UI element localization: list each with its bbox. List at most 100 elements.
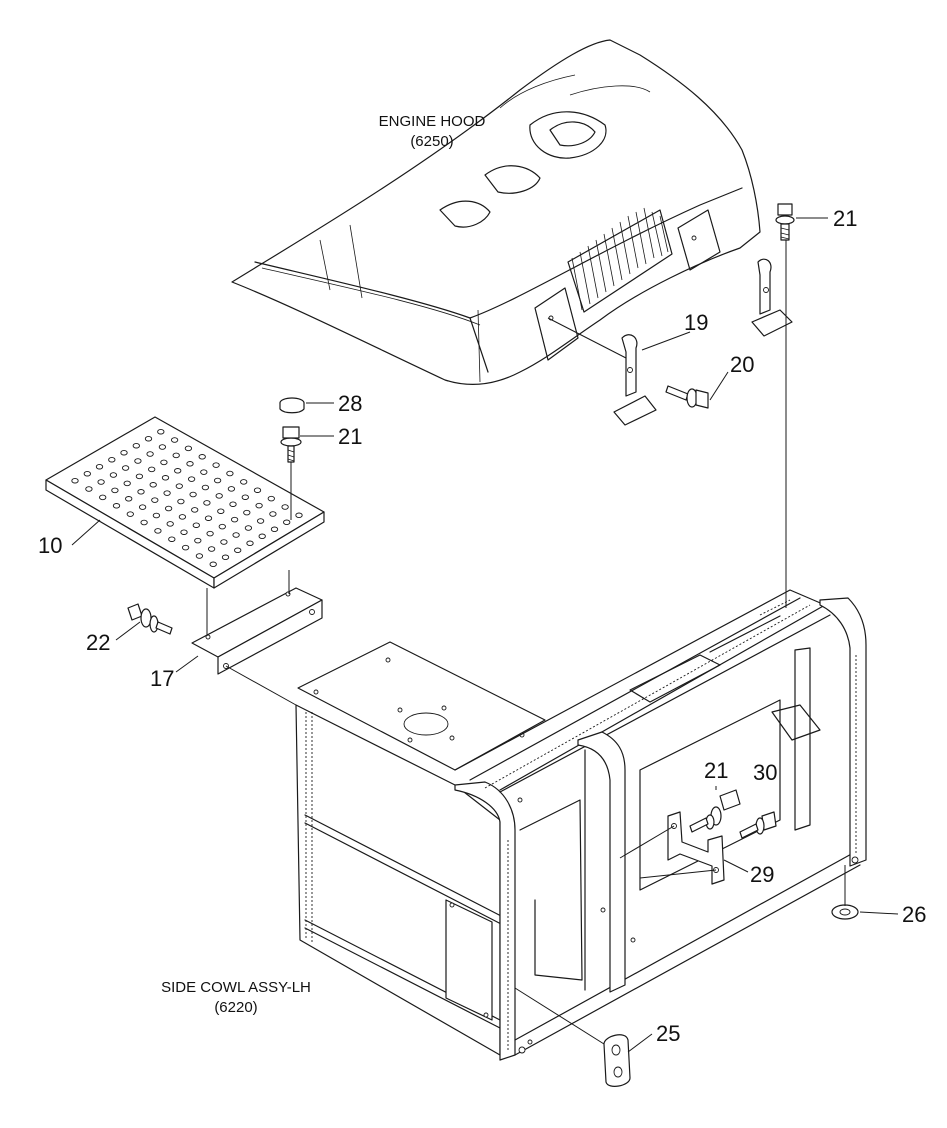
plate-hole xyxy=(234,547,242,554)
plate-hole xyxy=(270,526,279,533)
plate-hole xyxy=(160,459,168,466)
plate-hole xyxy=(180,529,188,535)
plate-hole xyxy=(198,454,206,460)
plate-hole xyxy=(148,466,156,473)
plate-hole xyxy=(194,537,202,544)
plate-hole xyxy=(170,437,179,443)
plate-hole xyxy=(267,495,275,502)
plate-hole xyxy=(151,497,159,503)
plate-hole xyxy=(253,487,262,493)
plate-hole xyxy=(209,561,217,568)
callout-20: 20 xyxy=(730,352,754,377)
plate-hole xyxy=(203,500,211,506)
plate-hole xyxy=(186,461,194,467)
plate-hole xyxy=(120,449,128,456)
callout-25: 25 xyxy=(656,1021,680,1046)
engine-hood xyxy=(231,39,761,385)
bracket xyxy=(191,587,323,675)
grommet-part xyxy=(279,397,305,414)
callout-30: 30 xyxy=(753,760,777,785)
plate-hole xyxy=(108,456,116,463)
plate-hole xyxy=(154,528,162,534)
plate-hole xyxy=(177,498,185,505)
plate-hole xyxy=(109,472,118,478)
engine-hood-caption: ENGINE HOOD xyxy=(379,113,486,130)
plate-hole xyxy=(217,508,225,514)
callout-leaders xyxy=(71,217,899,1053)
plate-hole xyxy=(240,479,248,485)
callout-29: 29 xyxy=(750,862,774,887)
plate-hole xyxy=(134,458,142,464)
plate-hole xyxy=(187,476,196,482)
plate-hole xyxy=(227,486,236,492)
callout-17: 17 xyxy=(150,666,174,691)
plate-hole xyxy=(189,491,197,498)
plate-hole xyxy=(149,482,157,488)
bolt-part xyxy=(280,426,302,463)
callout-28: 28 xyxy=(338,391,362,416)
plate-hole xyxy=(213,477,222,484)
plate-hole xyxy=(138,504,147,510)
callout-21-mid: 21 xyxy=(704,758,728,783)
plate-hole xyxy=(157,428,165,435)
latch-part xyxy=(613,258,793,426)
plate-holes xyxy=(71,428,303,568)
plate-hole xyxy=(226,470,234,477)
plate-hole xyxy=(218,523,226,530)
assembly-lines xyxy=(206,240,846,1045)
callout-22: 22 xyxy=(86,630,110,655)
plate-hole xyxy=(126,511,134,517)
plate-hole xyxy=(174,468,182,474)
plate-hole xyxy=(71,477,79,484)
perforated-plate xyxy=(45,416,325,589)
plate-hole xyxy=(164,505,173,512)
side-cowl-code: (6220) xyxy=(214,999,257,1016)
plate-hole xyxy=(230,516,239,523)
plate-hole xyxy=(135,473,144,480)
plate-hole xyxy=(111,487,119,494)
plate-hole xyxy=(295,512,303,519)
callout-19: 19 xyxy=(684,310,708,335)
plate-hole xyxy=(244,525,253,531)
side-cowl-caption: SIDE COWL ASSY-LH xyxy=(161,979,311,996)
plate-hole xyxy=(158,444,167,450)
plate-hole xyxy=(112,503,121,509)
plate-hole xyxy=(152,512,161,519)
plate-hole xyxy=(206,530,214,537)
plate-hole xyxy=(191,507,199,513)
plate-hole xyxy=(200,469,208,475)
plate-hole xyxy=(256,518,265,524)
engine-hood-code: (6250) xyxy=(410,133,453,150)
plate-hole xyxy=(258,533,266,540)
bolt-part xyxy=(775,203,795,241)
plate-hole xyxy=(144,435,153,442)
plate-hole xyxy=(220,539,228,545)
plate-hole xyxy=(140,519,148,526)
plate-hole xyxy=(221,554,230,561)
plate-hole xyxy=(215,493,223,499)
bolt-part xyxy=(739,811,777,839)
plate-hole xyxy=(204,515,213,521)
plate-hole xyxy=(283,519,291,526)
plate-hole xyxy=(168,536,176,542)
plate-hole xyxy=(192,522,200,528)
plate-hole xyxy=(99,494,107,501)
plate-hole xyxy=(166,521,174,527)
plate-hole xyxy=(241,494,249,500)
plate-hole xyxy=(178,514,187,520)
plate-hole xyxy=(246,540,254,547)
plate-hole xyxy=(184,445,193,452)
callout-21-plate: 21 xyxy=(338,424,362,449)
plate-hole xyxy=(269,511,277,517)
plate-hole xyxy=(161,475,170,481)
plate-hole xyxy=(123,480,131,487)
bolt-part xyxy=(665,385,709,409)
plate-hole xyxy=(85,486,93,492)
plate-hole xyxy=(207,546,216,552)
plate-part xyxy=(603,1034,631,1087)
plate-hole xyxy=(212,462,220,468)
plate-hole xyxy=(125,496,133,502)
plate-hole xyxy=(146,451,154,457)
side-cowl-frame xyxy=(295,589,867,1061)
